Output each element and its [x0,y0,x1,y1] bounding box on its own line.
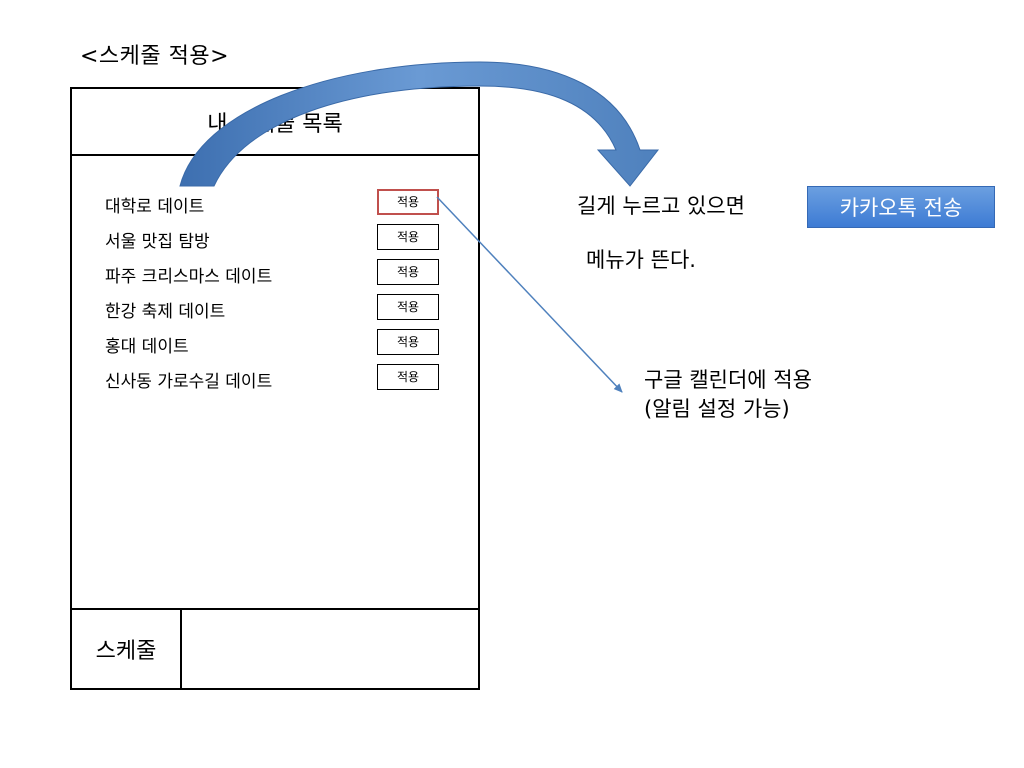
tab-schedule[interactable]: 스케줄 [72,610,182,688]
list-item[interactable]: 서울 맛집 탐방 적용 [72,224,478,258]
apply-button[interactable]: 적용 [377,224,439,250]
longpress-text: 길게 누르고 있으면 [577,194,745,218]
apply-button[interactable]: 적용 [377,189,439,215]
list-item[interactable]: 신사동 가로수길 데이트 적용 [72,364,478,398]
kakao-send-button[interactable]: 카카오톡 전송 [807,186,995,228]
apply-button[interactable]: 적용 [377,364,439,390]
calendar-note-line1: 구글 캘린더에 적용 [644,368,812,392]
list-item[interactable]: 홍대 데이트 적용 [72,329,478,363]
schedule-list: 대학로 데이트 적용 서울 맛집 탐방 적용 파주 크리스마스 데이트 적용 한… [72,154,478,614]
schedule-label: 대학로 데이트 [105,197,205,217]
schedule-label: 파주 크리스마스 데이트 [105,267,273,287]
calendar-note: 구글 캘린더에 적용 (알림 설정 가능) [644,366,812,424]
list-item[interactable]: 대학로 데이트 적용 [72,189,478,223]
phone-mockup: 내 스케줄 목록 대학로 데이트 적용 서울 맛집 탐방 적용 파주 크리스마스… [70,87,480,690]
apply-button[interactable]: 적용 [377,294,439,320]
tab-bar: 스케줄 [72,608,478,688]
apply-button[interactable]: 적용 [377,329,439,355]
tab-empty [182,610,478,688]
schedule-label: 서울 맛집 탐방 [105,232,210,252]
apply-button[interactable]: 적용 [377,259,439,285]
calendar-note-line2: (알림 설정 가능) [644,397,790,421]
menu-text: 메뉴가 뜬다. [586,248,696,272]
schedule-label: 신사동 가로수길 데이트 [105,372,273,392]
list-item[interactable]: 파주 크리스마스 데이트 적용 [72,259,478,293]
page-title: 내 스케줄 목록 [72,89,478,156]
list-item[interactable]: 한강 축제 데이트 적용 [72,294,478,328]
schedule-label: 한강 축제 데이트 [105,302,226,322]
schedule-label: 홍대 데이트 [105,337,189,357]
slide-title: <스케줄 적용> [80,44,230,69]
